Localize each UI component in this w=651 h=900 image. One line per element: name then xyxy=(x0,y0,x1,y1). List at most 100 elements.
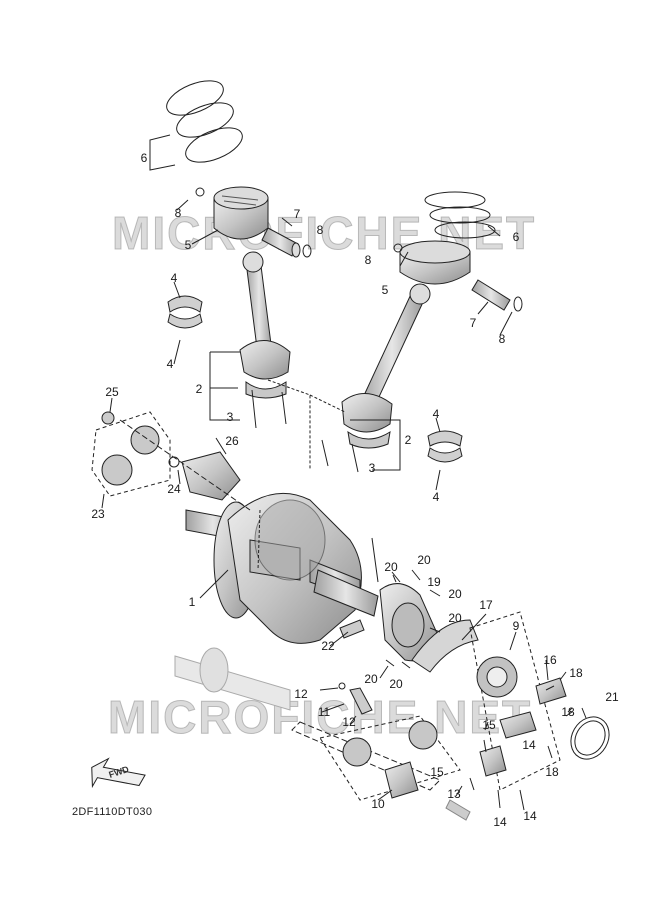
nut-25 xyxy=(101,411,115,425)
callout-8a: 8 xyxy=(174,206,182,220)
bracket-16b xyxy=(499,711,537,739)
callout-14a: 14 xyxy=(522,738,536,752)
piston-rings-a xyxy=(166,80,243,163)
callout-20e: 20 xyxy=(364,672,378,686)
watermark-bottom: MICROFICHE.NET xyxy=(107,691,533,744)
piston-pin-a xyxy=(261,227,301,258)
callout-10: 10 xyxy=(371,797,385,811)
callout-20d: 20 xyxy=(448,611,462,625)
gear-small-b xyxy=(101,454,133,486)
callout-24: 24 xyxy=(167,482,181,496)
piston-pin-b xyxy=(471,279,511,311)
bearing-shell-a-upper xyxy=(167,295,203,313)
callout-12a: 12 xyxy=(294,687,308,701)
assembly-dashed-a xyxy=(267,379,346,470)
bearing-shell-b-lower xyxy=(427,447,463,463)
balancer-shaft-ghost xyxy=(174,655,291,711)
bracket-13 xyxy=(479,745,507,777)
callout-15a: 15 xyxy=(482,718,496,732)
conrod-bolts-a xyxy=(251,389,287,429)
bolts-20 xyxy=(385,569,441,669)
conrod-bolts-b xyxy=(321,439,359,473)
callout-9: 9 xyxy=(512,619,520,633)
clip-8d xyxy=(513,296,523,312)
pin-11 xyxy=(349,687,373,715)
callout-20a: 20 xyxy=(384,560,398,574)
callout-4b: 4 xyxy=(166,357,174,371)
callout-4d: 4 xyxy=(432,490,440,504)
callout-14c: 14 xyxy=(523,809,537,823)
diagram-code: 2DF1110DT030 xyxy=(72,806,153,818)
callout-15b: 15 xyxy=(430,765,444,779)
washer-12 xyxy=(338,682,346,690)
callout-18c: 18 xyxy=(545,765,559,779)
callout-26: 26 xyxy=(225,434,239,448)
callout-3a: 3 xyxy=(226,410,234,424)
bushing-10 xyxy=(384,761,419,799)
gear-lower-b xyxy=(408,720,438,750)
callout-6a: 6 xyxy=(140,151,148,165)
bracket-16 xyxy=(535,677,567,705)
callout-7a: 7 xyxy=(293,207,301,221)
callout-20f: 20 xyxy=(389,677,403,691)
clip-8a xyxy=(195,187,205,197)
callout-7b: 7 xyxy=(469,316,477,330)
callout-12b: 12 xyxy=(342,715,356,729)
callout-21: 21 xyxy=(605,690,619,704)
callout-18a: 18 xyxy=(569,666,583,680)
gear-group-23-frame xyxy=(91,411,171,497)
axis-dashed-left xyxy=(119,419,251,511)
fwd-arrow-icon xyxy=(91,757,146,789)
bearing-shell-a-lower xyxy=(167,313,203,329)
leader-6a xyxy=(149,134,176,171)
callout-20b: 20 xyxy=(417,553,431,567)
piston-a xyxy=(213,186,269,240)
callout-6b: 6 xyxy=(512,230,520,244)
conrod-b xyxy=(341,283,431,449)
callout-22: 22 xyxy=(321,639,335,653)
callout-16: 16 xyxy=(543,653,557,667)
conrod-a xyxy=(239,251,291,399)
piston-b xyxy=(399,240,471,285)
crank-dashed xyxy=(257,509,261,571)
o-ring-21 xyxy=(570,716,610,760)
callout-8b: 8 xyxy=(316,223,324,237)
bearing-shell-b-upper xyxy=(427,430,463,447)
key-lower xyxy=(445,799,471,821)
callout-23: 23 xyxy=(91,507,105,521)
bolts-14-15-18 xyxy=(469,685,573,811)
callout-2a: 2 xyxy=(195,382,203,396)
callout-14b: 14 xyxy=(493,815,507,829)
callout-8c: 8 xyxy=(364,253,372,267)
callout-5a: 5 xyxy=(184,238,192,252)
callout-8d: 8 xyxy=(498,332,506,346)
callout-4a: 4 xyxy=(170,271,178,285)
clip-8c xyxy=(393,243,403,253)
thrust-half-17 xyxy=(411,619,479,673)
callout-2b: 2 xyxy=(404,433,412,447)
callout-19: 19 xyxy=(427,575,441,589)
axis-dashed-lower xyxy=(291,721,441,791)
callout-4c: 4 xyxy=(432,407,440,421)
callout-11: 11 xyxy=(317,705,331,719)
gear-group-9-frame xyxy=(469,611,561,791)
leaders xyxy=(101,199,587,801)
crankshaft xyxy=(185,492,379,644)
balancer-26 xyxy=(181,451,241,501)
gear-group-lower-frame xyxy=(319,715,461,801)
bracket-2-3-right xyxy=(350,419,401,471)
gear-lower-a xyxy=(342,737,372,767)
piston-rings-b xyxy=(424,191,496,239)
callout-20c: 20 xyxy=(448,587,462,601)
callout-17: 17 xyxy=(479,598,493,612)
callout-25: 25 xyxy=(105,385,119,399)
callout-13: 13 xyxy=(447,787,461,801)
callout-3b: 3 xyxy=(368,461,376,475)
callout-1: 1 xyxy=(188,595,196,609)
bracket-2-3-left xyxy=(209,351,240,421)
callout-18b: 18 xyxy=(561,705,575,719)
callout-5b: 5 xyxy=(381,283,389,297)
clip-8b xyxy=(302,244,312,258)
